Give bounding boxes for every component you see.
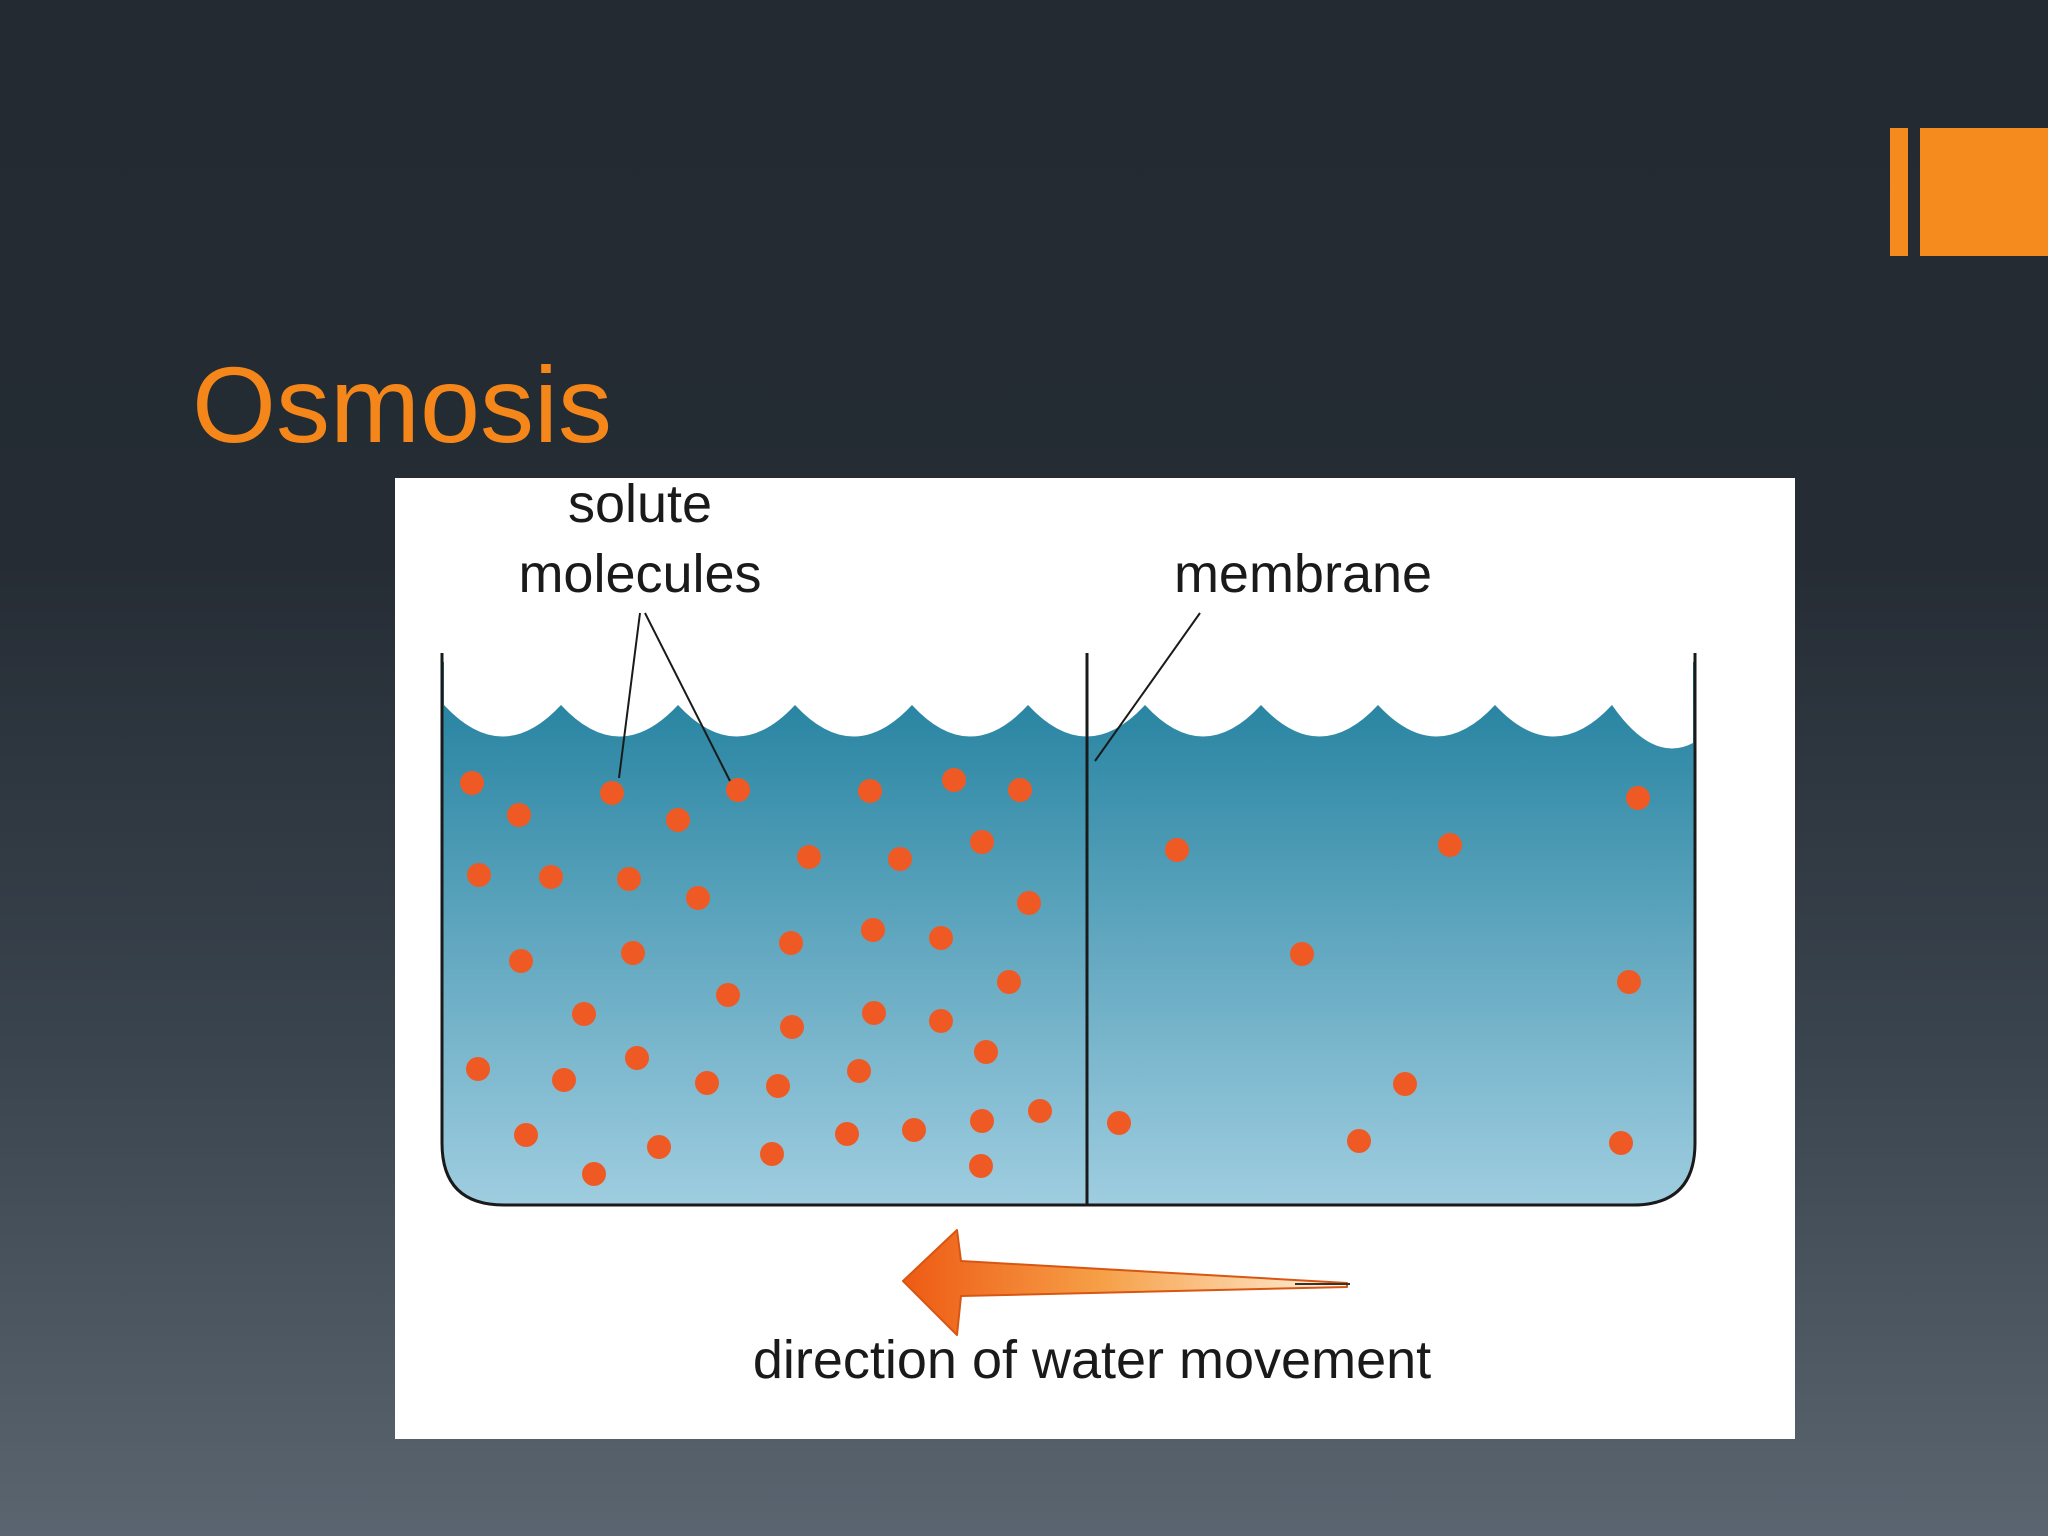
solute-molecule	[1617, 970, 1641, 994]
solute-molecule	[514, 1123, 538, 1147]
solute-molecule	[974, 1040, 998, 1064]
solute-molecule	[835, 1122, 859, 1146]
solute-molecule	[780, 1015, 804, 1039]
solute-molecule	[1393, 1072, 1417, 1096]
solute-pointer-line	[644, 612, 731, 782]
solute-molecule	[621, 941, 645, 965]
solute-molecule	[1290, 942, 1314, 966]
solute-molecules	[460, 768, 1650, 1186]
arrow-label: direction of water movement	[753, 1330, 1431, 1390]
wave-crest	[1495, 650, 1612, 737]
membrane-pointer-line	[1094, 612, 1201, 762]
solute-molecule	[695, 1071, 719, 1095]
solute-molecule	[1438, 833, 1462, 857]
solute-molecule	[1017, 891, 1041, 915]
solute-molecule	[466, 1057, 490, 1081]
solute-molecule	[760, 1142, 784, 1166]
solute-molecule	[509, 949, 533, 973]
wave-crest	[678, 650, 795, 737]
solute-molecule	[666, 808, 690, 832]
solute-molecule	[552, 1068, 576, 1092]
solute-molecule	[858, 779, 882, 803]
solute-label-line2: molecules	[518, 544, 761, 604]
wave-crest	[1145, 650, 1261, 737]
solute-molecule	[1028, 1099, 1052, 1123]
slide-title: Osmosis	[192, 344, 613, 465]
solute-molecule	[1347, 1129, 1371, 1153]
solute-molecule	[1609, 1131, 1633, 1155]
solute-pointer-line	[618, 612, 641, 779]
solute-molecule	[625, 1046, 649, 1070]
solute-molecule	[617, 867, 641, 891]
solute-molecule	[997, 970, 1021, 994]
accent-bar-thick	[1920, 128, 2048, 256]
solute-molecule	[929, 926, 953, 950]
solute-molecule	[686, 886, 710, 910]
solute-molecule	[862, 1001, 886, 1025]
wave-crest	[1378, 650, 1495, 737]
solute-molecule	[1107, 1111, 1131, 1135]
solute-molecule	[539, 865, 563, 889]
solute-molecule	[582, 1162, 606, 1186]
wave-crest	[912, 650, 1028, 737]
solute-molecule	[1626, 786, 1650, 810]
solute-molecule	[572, 1002, 596, 1026]
solute-molecule	[726, 778, 750, 802]
solute-label-line1: solute	[568, 478, 712, 534]
solute-molecule	[929, 1009, 953, 1033]
solute-molecule	[847, 1059, 871, 1083]
solute-molecule	[647, 1135, 671, 1159]
solute-molecule	[888, 847, 912, 871]
solute-molecule	[1008, 778, 1032, 802]
container-outline	[440, 653, 1697, 1207]
wave-crest	[1612, 650, 1693, 749]
solute-molecule	[797, 845, 821, 869]
osmosis-diagram: solute molecules membrane direction of w…	[395, 478, 1795, 1439]
solute-molecule	[1165, 838, 1189, 862]
wave-crest	[1261, 650, 1378, 737]
solute-molecule	[779, 931, 803, 955]
solute-molecule	[467, 863, 491, 887]
solute-molecule	[716, 983, 740, 1007]
solute-molecule	[970, 830, 994, 854]
wave-crest	[561, 650, 678, 737]
solute-molecule	[970, 1109, 994, 1133]
solute-molecule	[861, 918, 885, 942]
solute-molecule	[942, 768, 966, 792]
water-body	[442, 662, 1695, 1205]
wave-crest	[795, 650, 912, 737]
water-direction-arrow	[902, 1229, 1348, 1336]
solute-molecule	[507, 803, 531, 827]
solute-molecule	[600, 781, 624, 805]
solute-molecule	[460, 771, 484, 795]
accent-bar-thin	[1890, 128, 1908, 256]
water-surface-waves	[444, 650, 1693, 749]
solute-molecule	[969, 1154, 993, 1178]
solute-molecule	[766, 1074, 790, 1098]
solute-molecule	[902, 1118, 926, 1142]
membrane-label: membrane	[1174, 544, 1432, 604]
wave-crest	[444, 650, 561, 737]
